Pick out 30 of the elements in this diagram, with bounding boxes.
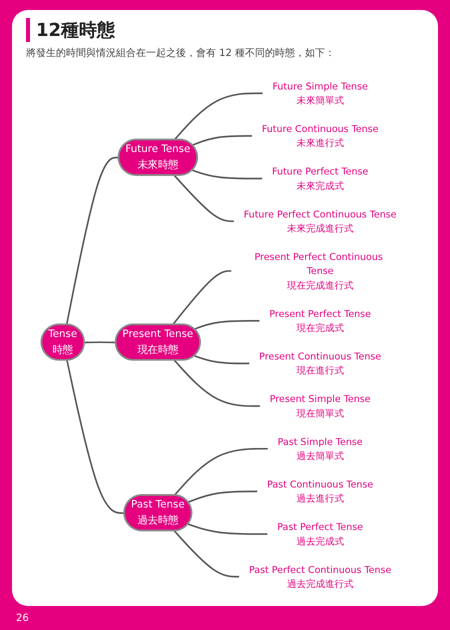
node-text: Present Perfect Continuous Tense 現在完成進行式: [254, 251, 383, 291]
node-text: Future Perfect Tense 未來完成式: [272, 166, 368, 192]
node-text: Past Perfect Continuous Tense 過去完成進行式: [248, 564, 392, 590]
connector: [192, 135, 252, 146]
connector: [174, 92, 263, 140]
connector: [188, 523, 268, 535]
node-text: Future Simple Tense 未來簡單式: [272, 80, 368, 106]
connector: [174, 174, 234, 222]
connector: [84, 341, 116, 344]
title: 12種時態: [26, 18, 116, 42]
connector: [174, 448, 268, 496]
caption: 將發生的時間與情況組合在一起之後，會有 12 種不同的時態，如下：: [26, 46, 336, 60]
page-number: 26: [16, 613, 29, 624]
node-text: Present Continuous Tense 現在進行式: [259, 350, 382, 376]
node-text: Past Perfect Tense 過去完成式: [277, 521, 364, 547]
connector: [172, 270, 232, 326]
node-text: Present Perfect Tense 現在完成式: [269, 308, 371, 334]
connector: [194, 320, 260, 330]
connector: [66, 156, 119, 325]
node-text: Future Perfect Continuous Tense 未來完成進行式: [244, 208, 397, 234]
connector: [188, 490, 258, 503]
node-text: Past Simple Tense 過去簡單式: [278, 436, 363, 462]
connector: [192, 169, 263, 180]
node-text: Present Simple Tense 現在簡單式: [270, 393, 371, 419]
node-text: Future Continuous Tense 未來進行式: [262, 123, 378, 149]
connector: [174, 530, 240, 578]
connector: [174, 360, 260, 407]
connector: [66, 360, 125, 514]
connector: [194, 355, 250, 364]
node-text: Past Continuous Tense 過去進行式: [267, 478, 374, 504]
